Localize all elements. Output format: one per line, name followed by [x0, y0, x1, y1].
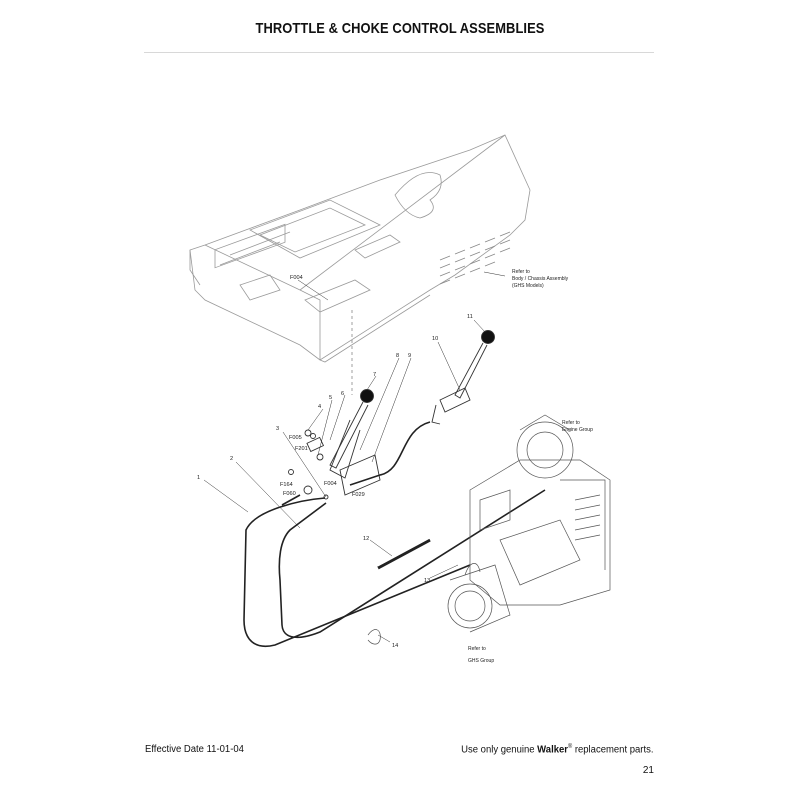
callout-9: 9: [408, 353, 411, 359]
throttle-knob: [360, 389, 374, 403]
footer-brand: Walker: [537, 744, 569, 756]
page-number: 21: [642, 765, 654, 776]
fastener-f029: F029: [352, 492, 365, 498]
footer-registered-mark: ®: [568, 744, 573, 750]
footer-prefix: Use only genuine: [461, 744, 538, 756]
chassis-body-drawing: [189, 134, 531, 363]
ref-ghs-line1: Refer to: [468, 646, 486, 652]
ref-body-line1: Refer to: [512, 269, 530, 275]
title-divider: [144, 52, 654, 53]
ref-ghs-line2: GHS Group: [468, 658, 494, 664]
cable-drawing: [243, 421, 546, 647]
callout-6: 6: [341, 391, 344, 397]
ref-engine-line1: Refer to: [562, 420, 580, 426]
callout-12: 12: [363, 536, 369, 542]
callout-7: 7: [373, 372, 376, 378]
ref-body-line3: (GHS Models): [512, 283, 544, 289]
footer-notice: Use only genuine Walker® replacement par…: [462, 744, 654, 755]
reference-notes: Refer to Body / Chassis Assembly (GHS Mo…: [468, 269, 593, 664]
fastener-f005: F005: [289, 435, 302, 441]
page-title: THROTTLE & CHOKE CONTROL ASSEMBLIES: [255, 20, 545, 37]
engine-drawing: [367, 414, 611, 645]
ref-body-line2: Body / Chassis Assembly: [512, 276, 569, 282]
callout-3: 3: [276, 426, 279, 432]
callout-5: 5: [329, 395, 332, 401]
choke-knob: [481, 330, 495, 344]
callout-13: 13: [424, 578, 430, 584]
fastener-f060: F060: [283, 491, 296, 497]
callout-4: 4: [318, 404, 321, 410]
lever-assembly-drawing: [288, 330, 495, 500]
effective-date: Effective Date 11-01-04: [145, 744, 244, 755]
fastener-f004-top: F004: [290, 275, 303, 281]
fastener-f004-mid: F004: [324, 481, 337, 487]
leader-lines: [203, 271, 506, 643]
callout-2: 2: [230, 456, 233, 462]
callout-14: 14: [392, 643, 398, 649]
fastener-f164: F164: [280, 482, 293, 488]
callout-10: 10: [432, 336, 438, 342]
ref-engine-line2: Engine Group: [562, 427, 593, 433]
fastener-labels: F004 F005 F201 F004 F029 F164 F060: [280, 275, 365, 498]
callout-8: 8: [396, 353, 399, 359]
callout-1: 1: [197, 475, 200, 481]
fastener-f201: F201: [295, 446, 308, 452]
callout-11: 11: [467, 314, 473, 320]
callout-labels: 1 2 3 4 5 6 7 8 9 10 11 12 13 14: [197, 314, 473, 649]
footer-suffix: replacement parts.: [572, 744, 654, 756]
